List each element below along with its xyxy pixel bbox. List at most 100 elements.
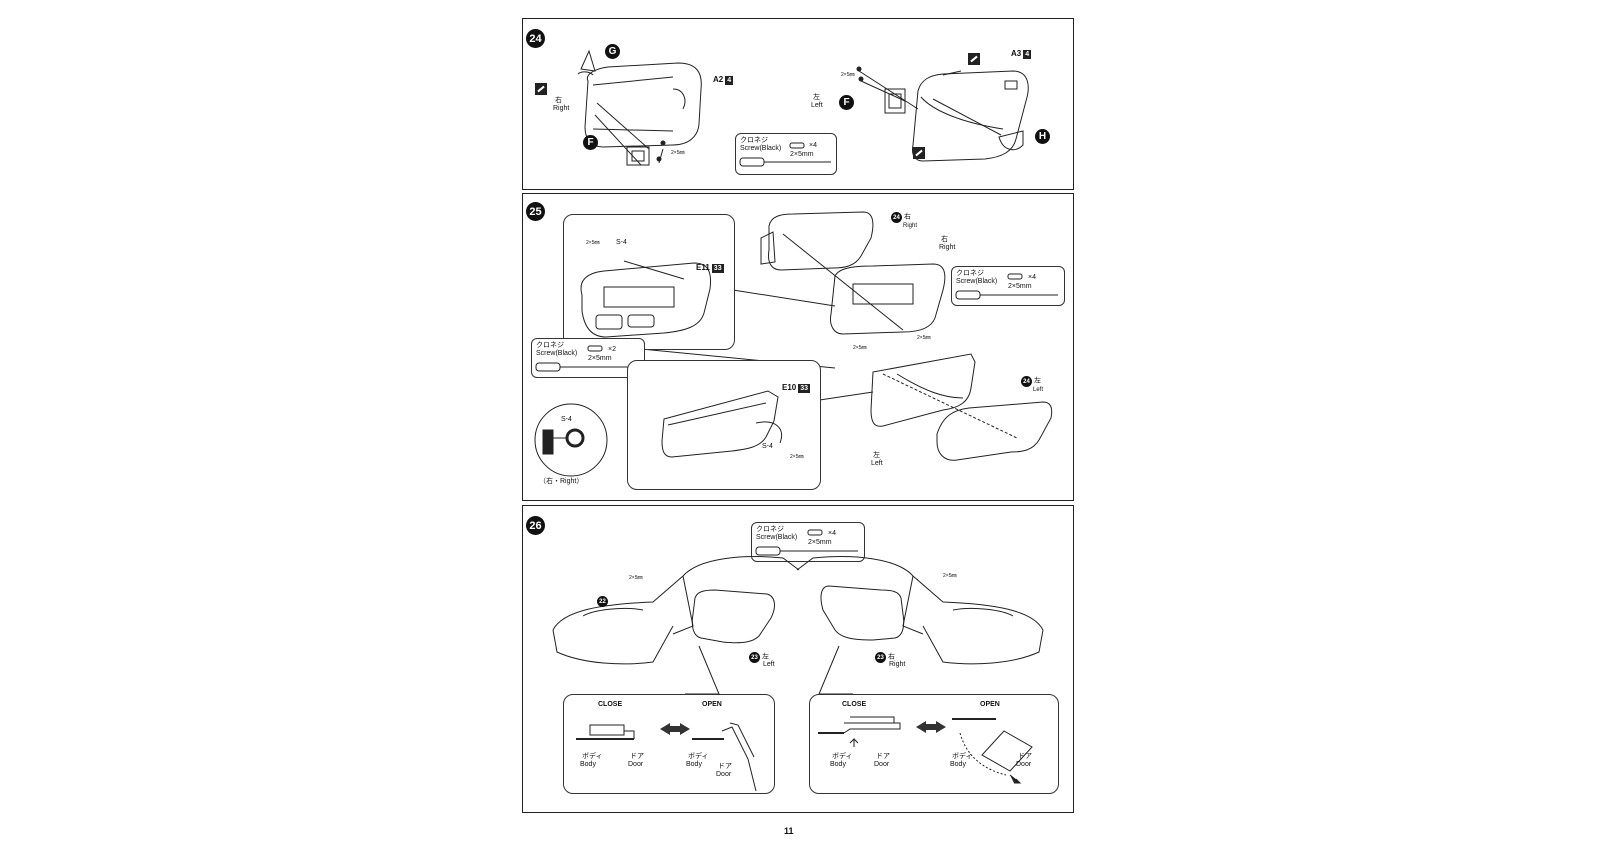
screw-legend-size: 2×5mm (588, 355, 612, 362)
right-label-en: Right (939, 244, 956, 251)
screw-dim: 2×5㎜ (853, 345, 867, 351)
s4-label: S-4 (762, 443, 773, 450)
ref-left-jp: 左 (1033, 377, 1041, 385)
part-g-label: G (605, 44, 620, 59)
screw-legend-jp: クロネジ (740, 137, 768, 144)
left-label-en: Left (811, 102, 823, 109)
ref-right-en: Right (903, 223, 918, 229)
door-left-badge: 23 (749, 652, 760, 663)
door2-jp: ドア (718, 763, 732, 770)
close-label: CLOSE (598, 701, 623, 708)
screw-dim: 2×5㎜ (790, 454, 804, 460)
part-f-left-label: F (583, 135, 598, 150)
step-number: 26 (526, 516, 545, 535)
paint-icon (913, 147, 925, 159)
screwdriver-icon (535, 345, 638, 372)
paint-icon (968, 53, 980, 65)
screw-legend-en: Screw(Black) (956, 278, 998, 285)
screw-legend-en: Screw(Black) (756, 534, 798, 541)
screw-legend-en: Screw(Black) (536, 350, 578, 357)
door-right-jp: 右 (887, 653, 895, 661)
part-a3-sprue: 4 (1023, 50, 1032, 59)
screw-dim-b: 2×5㎜ (841, 72, 855, 78)
body2-en: Body (686, 761, 702, 768)
door-left-ref: 23 左 (749, 652, 769, 663)
open-label: OPEN (980, 701, 1000, 708)
screw-legend-jp: クロネジ (756, 526, 784, 533)
part-e11-sprue: 33 (711, 264, 724, 273)
s4-detail-circle (534, 403, 608, 477)
ref-right-jp: 右 (903, 213, 911, 221)
screw-legend-qty: ×4 (828, 530, 836, 537)
door-jp: ドア (876, 753, 890, 760)
part-e10-sprue: 33 (798, 384, 811, 393)
screw-legend-box: クロネジ Screw(Black) ×4 2×5mm (735, 133, 837, 175)
body2-en: Body (950, 761, 966, 768)
hinge-close-open-left (576, 722, 757, 792)
part-a2-sprue: 4 (725, 76, 734, 85)
hinge-close-open-right (818, 716, 1033, 784)
door-right-badge: 23 (875, 652, 886, 663)
hinge-detail-right: CLOSE OPEN ボディ Body ドア Door ボディ Body ドア … (809, 694, 1059, 794)
instruction-page: 24 (512, 0, 1110, 850)
screw-dim-left: 2×5㎜ (629, 575, 643, 581)
ref-part-number: 24 左 (1021, 376, 1041, 387)
left-label-jp: 左 (813, 94, 820, 101)
body-en: Body (580, 761, 596, 768)
body2-jp: ボディ (688, 753, 709, 760)
door2-en: Door (716, 771, 732, 778)
detail-caption: （右・Right） (539, 478, 584, 485)
screw-legend-qty: ×2 (608, 346, 616, 353)
screw-legend-qty: ×4 (809, 142, 817, 149)
door-jp: ドア (630, 753, 644, 760)
left-label-jp: 左 (873, 452, 880, 459)
door-left-jp: 左 (761, 653, 769, 661)
screw-dim: 2×5㎜ (917, 335, 931, 341)
left-label-en: Left (871, 460, 883, 467)
door-left-en: Left (763, 661, 775, 668)
body-ref-badge: 22 (597, 596, 608, 607)
step-26-panel: 26 クロネジ Screw(Black) ×4 2×5mm (522, 505, 1074, 813)
part-e11-text: E11 (696, 263, 710, 272)
door-right-ref: 23 右 (875, 652, 895, 663)
s4-detail-label: S-4 (561, 416, 572, 423)
step-number: 24 (526, 29, 545, 48)
part-e10-text: E10 (782, 383, 797, 392)
down-arrow-icon (1009, 774, 1022, 784)
screw-dim: 2×5㎜ (586, 240, 600, 246)
body-en: Body (830, 761, 846, 768)
door-en: Door (874, 761, 890, 768)
right-label-jp: 右 (555, 97, 562, 104)
open-label: OPEN (702, 701, 722, 708)
right-label-en: Right (553, 105, 570, 112)
step-24-panel: 24 (522, 18, 1074, 190)
hinge-detail-left: CLOSE OPEN ボディ Body ドア Door ボディ Body ドア … (563, 694, 775, 794)
ref-part-number: 24 右 (891, 212, 911, 223)
screw-legend-size: 2×5mm (790, 151, 814, 158)
page-number: 11 (784, 826, 794, 836)
ref-24-badge: 24 (891, 212, 902, 223)
screwdriver-icon (739, 142, 831, 167)
screw-legend-en: Screw(Black) (740, 145, 782, 152)
screw-legend-jp: クロネジ (536, 342, 564, 349)
part-h-label: H (1035, 129, 1050, 144)
left-door-assembly (870, 353, 1053, 461)
body-jp: ボディ (582, 753, 603, 760)
door2-jp: ドア (1018, 753, 1032, 760)
right-door-assembly (760, 211, 946, 335)
door2-en: Door (1016, 761, 1032, 768)
screw-dim-a: 2×5㎜ (671, 150, 685, 156)
inner-door-e11 (580, 260, 712, 338)
right-label-jp: 右 (941, 236, 948, 243)
inner-door-e10 (661, 390, 782, 458)
screw-legend-qty: ×4 (1028, 274, 1036, 281)
s4-label: S-4 (616, 239, 627, 246)
body2-jp: ボディ (952, 753, 973, 760)
door-en: Door (628, 761, 644, 768)
screw-legend-size: 2×5mm (808, 539, 832, 546)
paint-icon (535, 83, 547, 95)
